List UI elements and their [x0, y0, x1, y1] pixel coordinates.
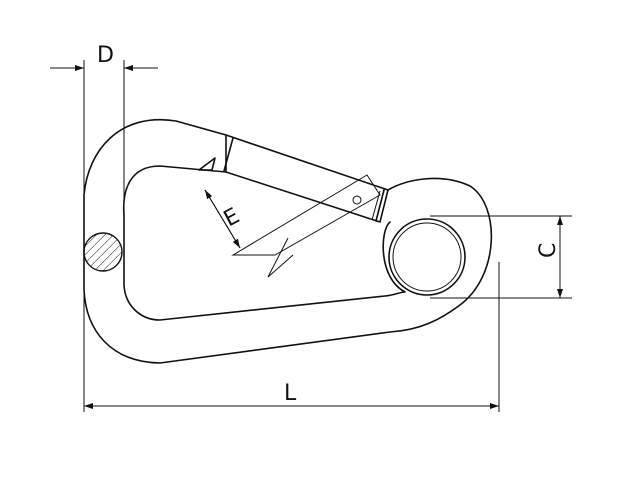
dimension-e-label: E — [220, 204, 244, 233]
eye-outer-circle — [388, 218, 466, 296]
hook-outer-outline — [83, 118, 493, 364]
dimension-l-label: L — [284, 381, 297, 406]
gate-outline — [225, 134, 389, 223]
dimension-d-label: D — [97, 43, 114, 68]
gate-nose — [198, 157, 216, 171]
hook-inner-outline — [122, 165, 406, 321]
gate-divider-left — [223, 137, 234, 172]
gate-open-phantom — [231, 174, 381, 256]
wire-cross-section — [83, 232, 123, 272]
dimension-c-label: C — [536, 243, 561, 258]
e-dimension-line-back — [204, 189, 241, 249]
eye-inner-circle — [392, 222, 462, 292]
gate-divider-right — [375, 189, 385, 222]
gate-open-nose-phantom — [267, 237, 294, 278]
gate-pin — [352, 195, 362, 205]
